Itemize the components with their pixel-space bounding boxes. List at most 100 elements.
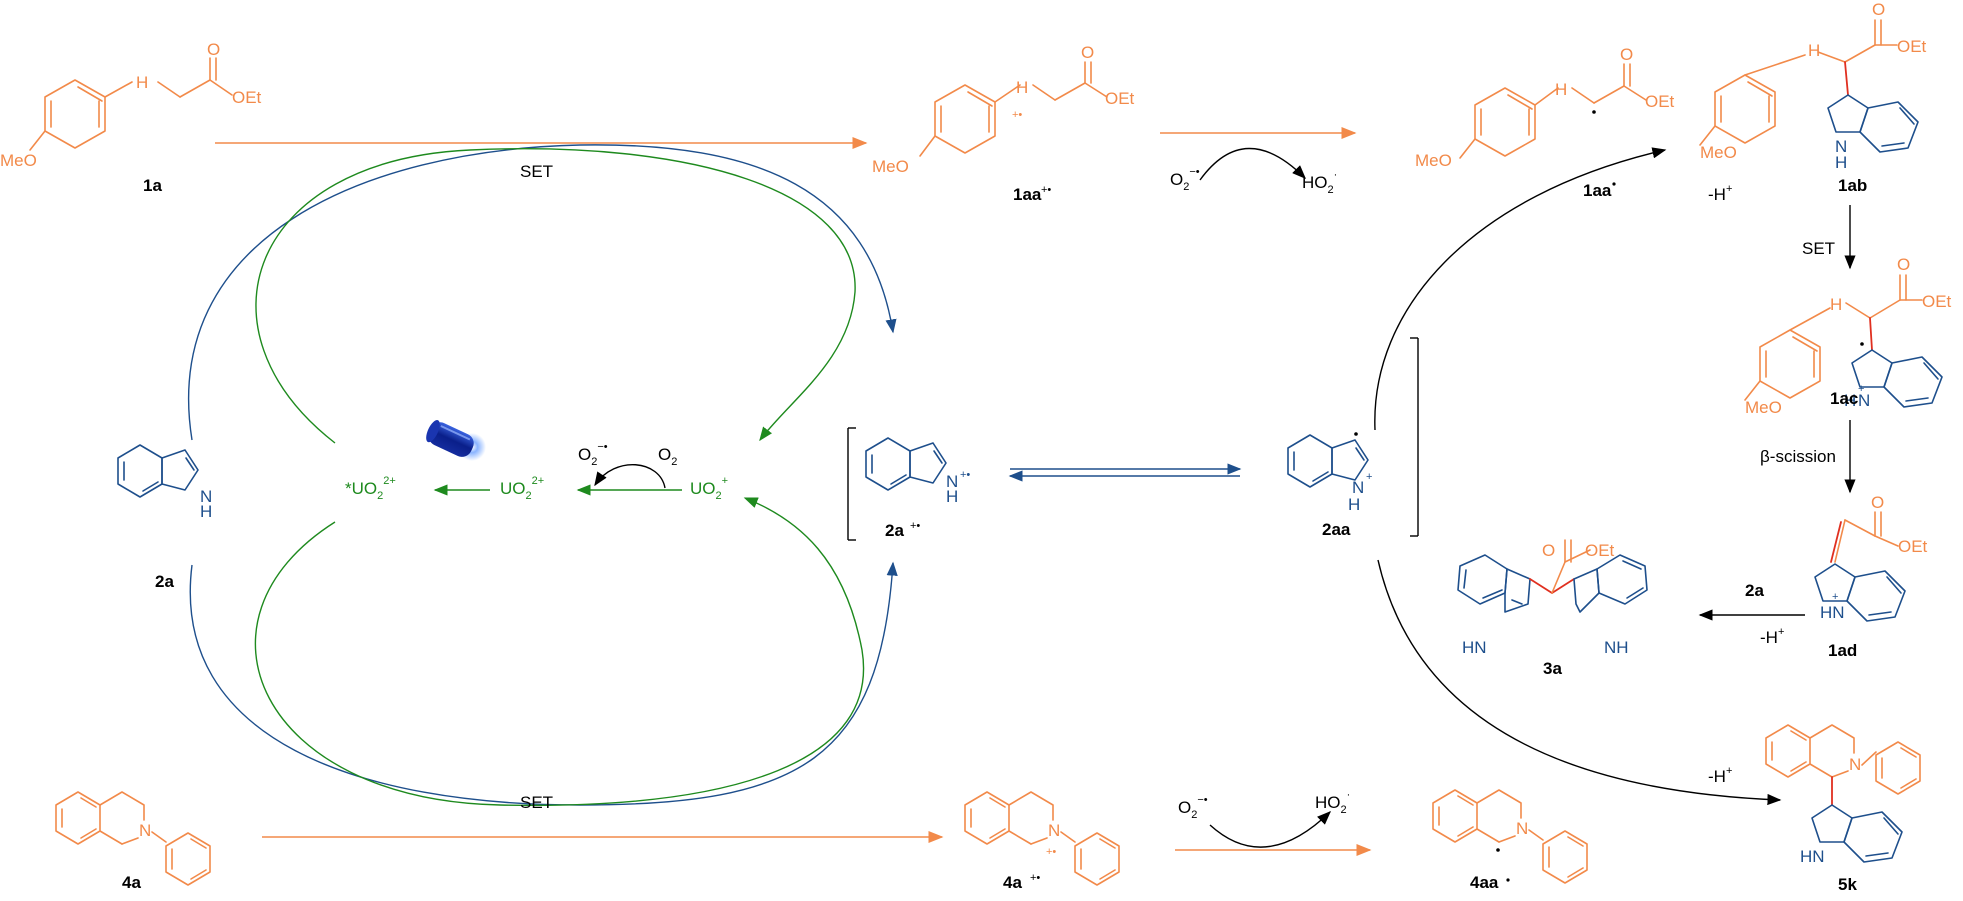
- atom-n: N: [200, 487, 212, 506]
- atom-h: H: [1348, 495, 1360, 514]
- atom-nh: H: [200, 502, 212, 521]
- atom-o: O: [1542, 541, 1555, 560]
- atom-hn: HN: [1462, 638, 1487, 657]
- atom-meo: MeO: [0, 151, 37, 170]
- atom-o: O: [1897, 255, 1910, 274]
- set-label-bottom: SET: [520, 793, 553, 812]
- atom-oet: OEt: [1898, 537, 1928, 556]
- o2-reduction-arrow: [594, 463, 666, 489]
- atom-nh: H: [1808, 41, 1820, 60]
- label-4aa: 4aa: [1470, 873, 1499, 892]
- atom-o: O: [1620, 45, 1633, 64]
- label-4a-radcat: 4a: [1003, 873, 1022, 892]
- blue-led-lamp-icon: [426, 420, 486, 461]
- atom-nh: H: [1555, 80, 1567, 99]
- atom-meo: MeO: [1700, 143, 1737, 162]
- molecule-1ab: H O OEt MeO N H 1ab: [1699, 0, 1927, 195]
- atom-nh: H: [946, 487, 958, 506]
- plus-charge: +: [1366, 471, 1372, 483]
- plus-charge: +: [1832, 591, 1838, 603]
- deprot-label: -H+: [1760, 626, 1784, 647]
- molecule-4a-radcat: N +• 4a +•: [964, 791, 1120, 892]
- label-4a: 4a: [122, 873, 141, 892]
- atom-o: O: [1871, 493, 1884, 512]
- radical-cation-mark: +•: [1012, 109, 1022, 121]
- molecule-5k: N HN 5k: [1765, 724, 1921, 894]
- radcat-mark: +•: [1046, 846, 1056, 858]
- ho2-bottom: HO2·: [1315, 789, 1350, 816]
- atom-nh: H: [1830, 295, 1842, 314]
- atom-nh: NH: [1604, 638, 1629, 657]
- label-2a-radcat: 2a: [885, 521, 904, 540]
- atom-o: O: [1872, 0, 1885, 19]
- beta-scission-label: β-scission: [1760, 447, 1836, 466]
- blue-arc-bottom: [189, 561, 898, 806]
- atom-o: O: [207, 40, 220, 59]
- atom-h: H: [1844, 391, 1856, 410]
- atom-nh: H: [1016, 78, 1028, 97]
- radical-dot: [1592, 110, 1596, 114]
- oxygen-cycle: O2: [658, 445, 677, 468]
- deprot-1ab: -H+: [1708, 183, 1732, 204]
- ho2-label: HO2·: [1302, 169, 1337, 196]
- atom-n: N: [1835, 137, 1847, 156]
- radcat-sup: +•: [1041, 184, 1051, 196]
- arrow-2aa-to-1ab: [1374, 147, 1667, 431]
- atom-o: O: [1081, 43, 1094, 62]
- molecule-2a-radcat: H N +• 2a +•: [847, 427, 970, 541]
- molecule-1aa-radical: H O OEt MeO 1aa: [1415, 45, 1675, 200]
- set-label-top: SET: [520, 162, 553, 181]
- atom-oet: OEt: [1897, 37, 1927, 56]
- molecule-1ad: O OEt HN + 1ad: [1814, 493, 1928, 660]
- superoxide-label: O2−•: [1170, 166, 1200, 193]
- atom-oet: OEt: [1585, 541, 1615, 560]
- molecule-2a: H N 2a: [117, 444, 212, 591]
- label-3a: 3a: [1543, 659, 1562, 678]
- uranyl: UO22+: [500, 475, 544, 502]
- atom-hn: HN: [1800, 847, 1825, 866]
- atom-meo: MeO: [1745, 398, 1782, 417]
- plus-charge: +: [1858, 383, 1864, 395]
- set-label-right: SET: [1802, 239, 1835, 258]
- arrow-2aa-to-5k: [1377, 559, 1782, 806]
- green-arc-bottom: [254, 497, 865, 807]
- uranyl-reduced: UO2+: [690, 475, 728, 502]
- atom-hn: HN: [1820, 603, 1845, 622]
- atom-meo: MeO: [1415, 151, 1452, 170]
- label-1ac: 1ac: [1830, 389, 1858, 408]
- label-1aa: 1aa: [1013, 185, 1042, 204]
- atom-n: N: [1849, 755, 1861, 774]
- superoxide-cycle: O2−•: [578, 441, 608, 468]
- label-2aa: 2aa: [1322, 520, 1351, 539]
- molecule-1aa: H +• O OEt MeO 1aa +•: [872, 43, 1135, 204]
- molecule-4a: N 4a: [55, 791, 211, 892]
- atom-oet: OEt: [1645, 92, 1675, 111]
- molecule-1ac: H O OEt MeO N H + 1ac: [1744, 255, 1952, 417]
- o2-curved-arrow-bottom: [1209, 811, 1332, 848]
- atom-h: H: [1835, 153, 1847, 172]
- atom-n: N: [1352, 478, 1364, 497]
- radcat-mark: +•: [960, 469, 970, 481]
- atom-n: N: [139, 821, 151, 840]
- atom-n: N: [1048, 821, 1060, 840]
- label-1aa-rad: 1aa: [1583, 181, 1612, 200]
- svg-text:+•: +•: [1030, 872, 1040, 884]
- atom-oet: OEt: [1922, 292, 1952, 311]
- label-1ad: 1ad: [1828, 641, 1857, 660]
- atom-oet: OEt: [232, 88, 262, 107]
- excited-uranyl: *UO22+: [345, 475, 396, 502]
- o2-curved-arrow: [1199, 147, 1306, 181]
- atom-n: N: [1516, 819, 1528, 838]
- molecule-2aa: N H + 2aa: [1287, 337, 1419, 539]
- svg-text:+•: +•: [910, 520, 920, 532]
- green-arc-top: [255, 148, 856, 444]
- superoxide-bottom: O2−•: [1178, 794, 1208, 821]
- atom-nh: H: [136, 73, 148, 92]
- label-2a: 2a: [155, 572, 174, 591]
- label-1a: 1a: [143, 176, 162, 195]
- molecule-1a: H O OEt MeO 1a: [0, 40, 262, 195]
- blue-arc-top: [187, 144, 897, 441]
- atom-oet: OEt: [1105, 89, 1135, 108]
- atom-n: N: [1858, 391, 1870, 410]
